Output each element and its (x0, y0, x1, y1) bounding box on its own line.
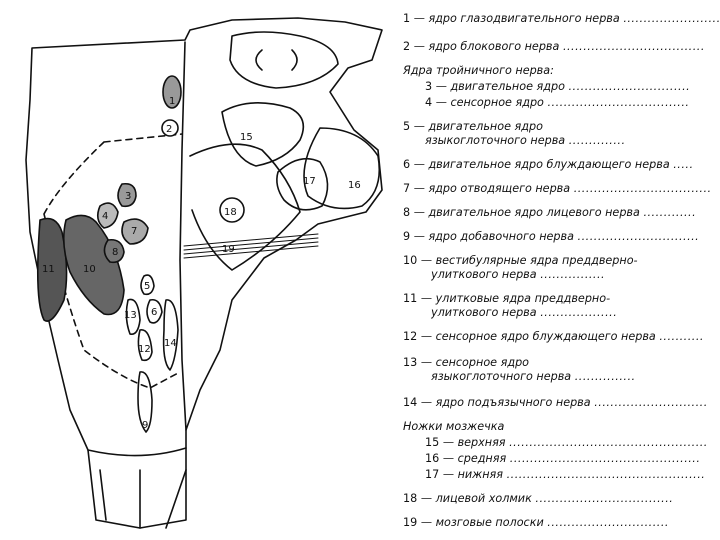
nucleus-7 (121, 218, 149, 245)
callout-7: 7 (131, 226, 137, 237)
facial-colliculus (219, 197, 245, 223)
callout-9: 9 (142, 420, 148, 431)
legend-item-18: 18 — лицевой холмик ....................… (403, 492, 674, 505)
callout-6: 6 (151, 307, 157, 318)
legend-item-15: 15 — верхняя ...........................… (425, 436, 708, 449)
callout-2: 2 (166, 124, 172, 135)
legend-item-13-line2: языкоглоточного нерва ............... (431, 370, 636, 383)
rhomboid-fossa (189, 143, 301, 271)
callout-4: 4 (102, 211, 108, 222)
nucleus-11 (36, 217, 68, 322)
nucleus-5 (140, 274, 155, 296)
callout-1: 1 (169, 96, 175, 107)
heading-cerebellar: Ножки мозжечка (403, 420, 505, 433)
legend-item-10: 10 — вестибулярные ядра преддверно- (403, 254, 638, 267)
medulla-bottom (87, 447, 187, 529)
nucleus-2 (161, 119, 179, 137)
callout-18: 18 (224, 207, 237, 218)
nucleus-6 (146, 298, 163, 324)
callout-10: 10 (83, 264, 96, 275)
nucleus-1 (162, 75, 182, 109)
legend-item-13: 13 — сенсорное ядро (403, 356, 530, 369)
nucleus-9 (137, 371, 153, 433)
legend: 1 — ядро глазодвигательного нерва ......… (395, 0, 720, 540)
legend-item-1: 1 — ядро глазодвигательного нерва ......… (403, 12, 720, 25)
legend-item-4: 4 — сенсорное ядро .....................… (425, 96, 690, 109)
quadrigeminal-plate (229, 31, 339, 89)
legend-item-8: 8 — двигательное ядро лицевого нерва ...… (403, 206, 697, 219)
medullary-striae (183, 233, 319, 259)
callout-16: 16 (348, 180, 361, 191)
callout-17: 17 (303, 176, 316, 187)
callout-19: 19 (222, 244, 235, 255)
legend-item-12: 12 — сенсорное ядро блуждающего нерва ..… (403, 330, 704, 343)
nucleus-3 (117, 182, 137, 208)
superior-peduncle-outline (221, 102, 305, 167)
middle-peduncle-outline (303, 127, 381, 210)
legend-item-11-line2: улиткового нерва ................... (431, 306, 618, 319)
legend-item-16: 16 — средняя ...........................… (425, 452, 701, 465)
callout-14: 14 (164, 338, 177, 349)
nucleus-13 (125, 298, 141, 336)
callout-12: 12 (138, 344, 151, 355)
legend-item-2: 2 — ядро блокового нерва ...............… (403, 40, 705, 53)
callout-8: 8 (112, 247, 118, 258)
legend-item-7: 7 — ядро отводящего нерва ..............… (403, 182, 712, 195)
callout-15: 15 (240, 132, 253, 143)
legend-item-3: 3 — двигательное ядро ..................… (425, 80, 691, 93)
legend-item-14: 14 — ядро подъязычного нерва ...........… (403, 396, 708, 409)
callout-5: 5 (144, 281, 150, 292)
legend-item-9: 9 — ядро добавочного нерва .............… (403, 230, 700, 243)
nucleus-8 (103, 238, 125, 264)
nucleus-12 (137, 329, 153, 362)
midline (179, 41, 187, 431)
inferior-peduncle-outline (276, 157, 329, 211)
legend-item-5: 5 — двигательное ядро (403, 120, 543, 133)
legend-item-11: 11 — улитковые ядра преддверно- (403, 292, 611, 305)
callout-13: 13 (124, 310, 137, 321)
legend-item-10-line2: улиткового нерва ................ (431, 268, 606, 281)
nucleus-4 (96, 202, 119, 229)
legend-item-17: 17 — нижняя ............................… (425, 468, 706, 481)
callout-11: 11 (42, 264, 55, 275)
legend-item-6: 6 — двигательное ядро блуждающего нерва … (403, 158, 694, 171)
nucleus-10 (62, 214, 125, 316)
heading-trigeminal: Ядра тройничного нерва: (403, 64, 554, 77)
legend-item-5-line2: языкоглоточного нерва .............. (425, 134, 626, 147)
nucleus-14 (162, 299, 179, 371)
legend-item-19: 19 — мозговые полоски ..................… (403, 516, 669, 529)
brainstem-illustration: 1 2 3 4 5 6 7 8 9 10 11 12 13 14 15 16 1… (25, 17, 383, 529)
callouts: 1 2 3 4 5 6 7 8 9 10 11 12 13 14 15 16 1… (42, 96, 361, 431)
callout-3: 3 (125, 191, 131, 202)
